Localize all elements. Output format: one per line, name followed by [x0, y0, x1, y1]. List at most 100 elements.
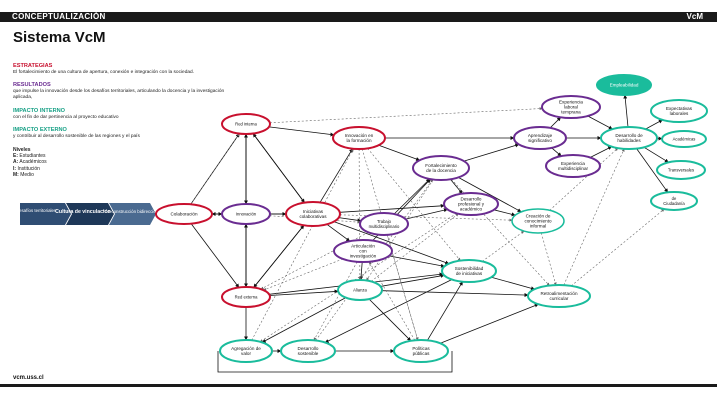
- link-sostenibilidad-to-desarrollo_sostenible: [324, 279, 453, 343]
- node-shape: [155, 203, 213, 225]
- dashed-link-retroalimentacion-to-ciudadania: [571, 208, 665, 287]
- link-trabajo-to-fortalecimiento: [393, 178, 431, 215]
- external-impact-text: y contribuir al desarrollo sostenible de…: [13, 134, 140, 139]
- level-code: E:: [13, 153, 18, 160]
- node-shape: [650, 191, 698, 211]
- node-shape: [650, 99, 708, 123]
- node-shape: [337, 279, 383, 301]
- level-label: Académicos: [19, 159, 47, 166]
- dashed-link-politicas-to-articulacion: [368, 261, 416, 341]
- node-shape: [221, 286, 271, 308]
- node-transversales: Transversales: [656, 160, 706, 180]
- section-label: CONCEPTUALIZACIÓN: [12, 12, 106, 21]
- node-shape: [596, 74, 652, 96]
- node-shape: [545, 154, 601, 178]
- link-alianza-to-retroalimentacion: [381, 290, 529, 297]
- internal-impact-heading: IMPACTO INTERNO: [13, 108, 66, 114]
- results-text: que impulse la innovación desde los desa…: [13, 89, 225, 100]
- diagram-edges: [155, 94, 669, 373]
- dashed-link-desarrollo_profesional-to-agregacion: [259, 213, 457, 343]
- link-iniciativas-to-articulacion: [326, 223, 351, 242]
- dashed-link-innovacion_formacion-to-sostenibilidad: [367, 148, 461, 261]
- node-label: Empleabilidad: [610, 83, 639, 88]
- node-shape: [443, 192, 499, 216]
- dashed-link-desarrollo_sostenible-to-fortalecimiento: [315, 179, 433, 341]
- top-banner: CONCEPTUALIZACIÓN VcM: [0, 12, 717, 22]
- link-desarrollo_habilidades-to-ciudadania: [636, 148, 669, 193]
- node-innovacion: Innovación: [221, 203, 271, 225]
- results-section: RESULTADOS que impulse la innovación des…: [13, 82, 238, 101]
- link-bottom-loop: [217, 351, 453, 373]
- results-heading: RESULTADOS: [13, 82, 51, 88]
- link-iniciativas-to-innovacion_formacion: [319, 148, 353, 203]
- link-alianza-to-sostenibilidad: [380, 273, 445, 287]
- node-shape: [285, 201, 341, 227]
- dashed-link-alianza-to-desarrollo_profesional: [370, 213, 459, 282]
- dashed-link-innovacion_formacion-to-politicas: [361, 148, 419, 341]
- level-code: M:: [13, 171, 19, 178]
- link-iniciativas-to-sostenibilidad: [333, 221, 450, 265]
- level-code: A:: [13, 159, 19, 166]
- node-shape: [412, 155, 470, 181]
- node-shape: [661, 130, 707, 148]
- flow-desafios: Desafíos territoriales: [16, 208, 57, 213]
- node-shape: [513, 126, 567, 150]
- link-articulacion-to-alianza: [359, 261, 364, 281]
- link-colaboracion-to-red_externa: [190, 223, 240, 288]
- node-label: Colaboración: [170, 212, 198, 217]
- strategies-text: El fortalecimiento de una cultura de ape…: [13, 70, 195, 75]
- link-alianza-to-agregacion: [261, 297, 346, 343]
- link-politicas-to-sostenibilidad: [427, 281, 463, 341]
- node-label: Innovación: [236, 212, 257, 217]
- node-shape: [219, 339, 273, 363]
- dashed-link-sostenibilidad-to-creacion: [482, 230, 525, 262]
- node-shape: [359, 212, 409, 236]
- link-experiencia_laboral-to-desarrollo_habilidades: [587, 115, 613, 130]
- link-desarrollo_habilidades-to-expectativas: [645, 119, 663, 130]
- level-label: Medio: [20, 171, 34, 178]
- page-title: Sistema VcM: [13, 29, 106, 46]
- node-shape: [441, 259, 497, 283]
- link-colaboracion-to-red_interna: [190, 133, 240, 205]
- dashed-link-articulacion-to-desarrollo_sostenible: [313, 261, 358, 341]
- node-shape: [333, 239, 393, 263]
- link-innovacion_formacion-to-fortalecimiento: [378, 144, 421, 161]
- external-impact-heading: IMPACTO EXTERNO: [13, 127, 67, 133]
- link-sostenibilidad-to-retroalimentacion: [491, 276, 535, 291]
- link-iniciativas-to-trabajo: [338, 217, 362, 223]
- strategies-heading: ESTRATEGIAS: [13, 63, 53, 69]
- flow-coconstruccion: "Co-construcción bidireccional": [103, 209, 164, 214]
- node-alianza: Alianza: [337, 279, 383, 301]
- node-shape: [600, 126, 658, 150]
- node-shape: [541, 95, 601, 119]
- dashed-link-retroalimentacion-to-desarrollo_habilidades: [563, 148, 625, 286]
- link-fortalecimiento-to-creacion: [458, 177, 522, 213]
- node-shape: [221, 203, 271, 225]
- node-label: Académicas: [673, 137, 696, 142]
- link-trabajo-to-desarrollo_profesional: [405, 208, 448, 220]
- levels-heading: Niveles: [13, 147, 31, 153]
